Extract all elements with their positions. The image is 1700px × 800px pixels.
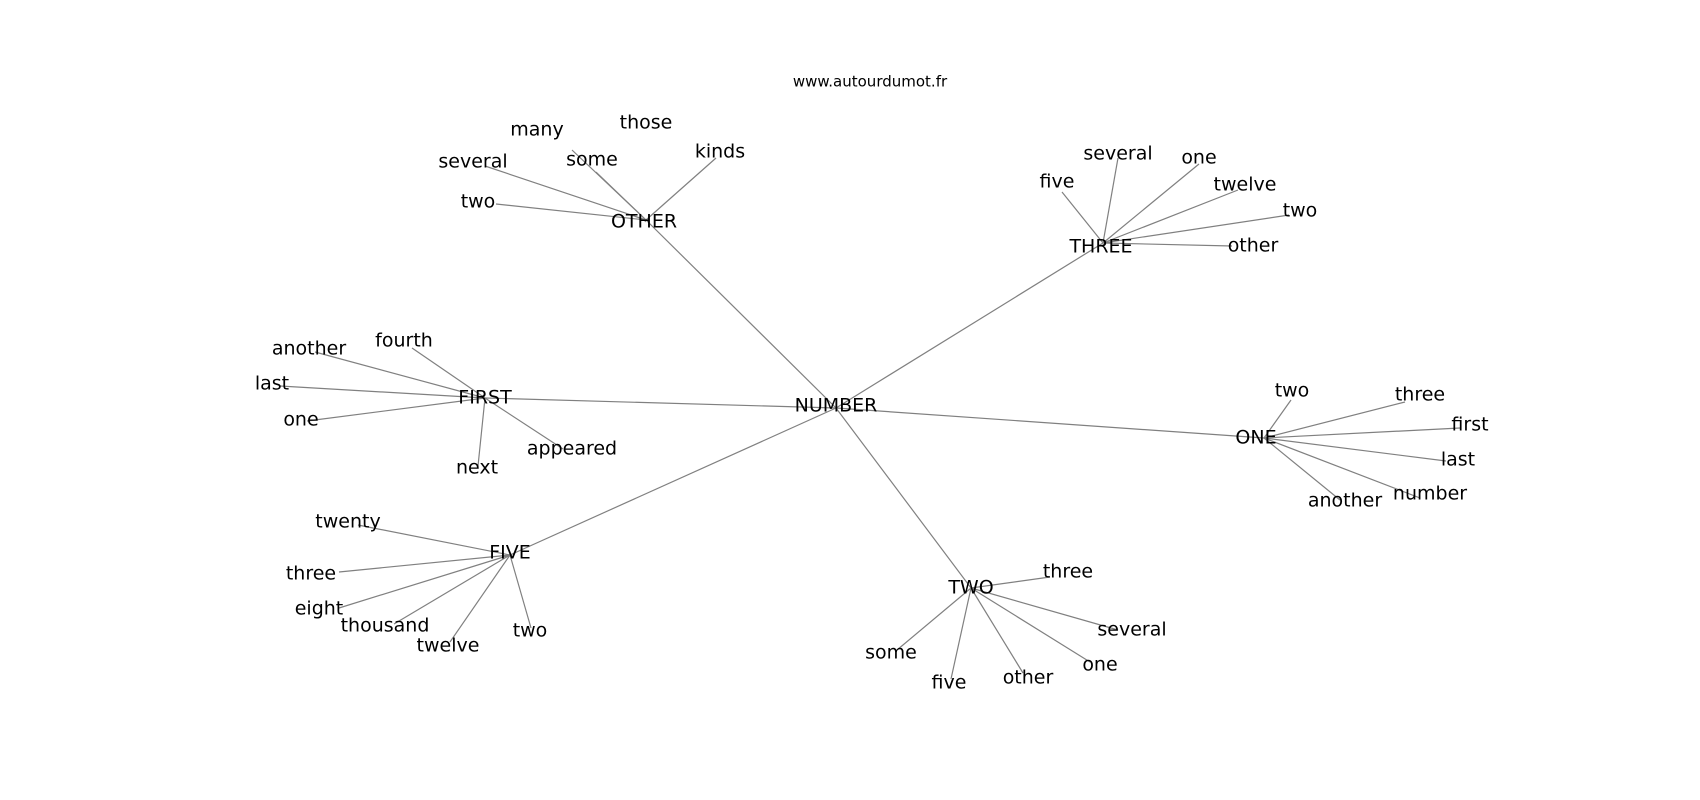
edge-three-several <box>1102 157 1119 244</box>
edge-center-three <box>835 242 1104 409</box>
edges-layer <box>279 149 1461 680</box>
edge-three-five <box>1061 191 1104 244</box>
edge-one-two <box>1263 399 1292 439</box>
edge-three-two <box>1102 214 1290 244</box>
leaf-node-label-other-several: several <box>438 151 507 173</box>
leaf-node-label-one-two: two <box>1275 380 1310 402</box>
edge-five-twelve <box>449 554 511 643</box>
leaf-node-label-five-three: three <box>286 563 336 585</box>
leaf-node-label-three-twelve: twelve <box>1214 174 1277 196</box>
leaf-node-label-first-appeared: appeared <box>527 438 617 460</box>
leaf-node-label-other-some: some <box>566 149 618 171</box>
leaf-node-label-other-those: those <box>620 112 673 134</box>
leaf-node-label-first-another: another <box>272 338 346 360</box>
edge-first-one <box>306 397 486 422</box>
center-node-label: NUMBER <box>795 395 878 417</box>
edge-one-another <box>1263 437 1341 501</box>
edge-center-five <box>509 407 837 556</box>
edge-center-other <box>645 219 837 409</box>
leaf-node-label-first-next: next <box>456 457 498 479</box>
leaf-node-label-one-number: number <box>1393 483 1467 505</box>
leaf-node-label-three-several: several <box>1083 143 1152 165</box>
leaf-node-label-five-two: two <box>513 620 548 642</box>
leaf-node-label-three-one: one <box>1181 147 1216 169</box>
leaf-node-label-five-thousand: thousand <box>341 615 430 637</box>
leaf-node-label-other-many: many <box>510 119 563 141</box>
leaf-node-label-two-other: other <box>1003 667 1054 689</box>
edge-other-some <box>595 171 647 221</box>
edge-five-two <box>509 554 532 629</box>
hub-node-label-other: OTHER <box>611 211 677 233</box>
edge-one-first <box>1263 427 1461 439</box>
edge-two-some <box>896 587 972 651</box>
edge-three-one <box>1102 163 1200 244</box>
leaf-node-label-other-two: two <box>461 191 496 213</box>
edge-two-other <box>970 587 1024 674</box>
source-watermark: www.autourdumot.fr <box>793 73 948 91</box>
hub-node-label-first: FIRST <box>458 387 512 409</box>
edge-other-several <box>484 165 647 221</box>
edge-first-next <box>477 397 486 467</box>
edge-two-one <box>970 587 1091 663</box>
hub-node-label-one: ONE <box>1235 427 1276 449</box>
edge-five-thousand <box>393 554 511 625</box>
hub-node-label-three: THREE <box>1068 236 1132 258</box>
edge-other-kinds <box>645 157 717 221</box>
edge-three-other <box>1102 242 1233 247</box>
leaf-node-label-first-one: one <box>283 409 318 431</box>
edge-five-eight <box>338 554 511 609</box>
hub-node-label-two: TWO <box>947 577 993 599</box>
edge-two-three <box>970 576 1051 589</box>
leaf-node-label-five-twenty: twenty <box>315 511 380 533</box>
leaf-node-label-first-last: last <box>255 373 289 395</box>
edge-five-three <box>338 554 511 573</box>
leaf-node-label-five-twelve: twelve <box>417 635 480 657</box>
leaf-node-label-three-five: five <box>1040 171 1075 193</box>
edge-first-appeared <box>484 397 564 450</box>
leaf-node-label-one-first: first <box>1451 414 1488 436</box>
edge-center-first <box>484 397 837 409</box>
leaf-node-label-three-other: other <box>1228 235 1279 257</box>
edge-two-five <box>950 587 972 680</box>
leaf-node-label-one-three: three <box>1395 384 1445 406</box>
leaf-node-label-first-fourth: fourth <box>375 330 433 352</box>
leaf-node-label-one-last: last <box>1441 449 1475 471</box>
edge-one-number <box>1263 437 1421 499</box>
edge-center-one <box>835 407 1265 439</box>
edge-one-last <box>1263 437 1447 462</box>
edge-other-two <box>495 203 647 221</box>
edge-first-last <box>279 385 486 399</box>
leaf-node-label-three-two: two <box>1283 200 1318 222</box>
hub-node-label-five: FIVE <box>489 542 531 564</box>
leaf-node-label-two-five: five <box>932 672 967 694</box>
edge-three-twelve <box>1102 189 1239 244</box>
leaf-node-label-two-some: some <box>865 642 917 664</box>
edge-one-three <box>1263 401 1406 439</box>
leaf-node-label-two-three: three <box>1043 561 1093 583</box>
edge-first-another <box>314 351 486 399</box>
leaf-node-label-five-eight: eight <box>295 598 344 620</box>
leaf-node-label-two-one: one <box>1082 654 1117 676</box>
leaf-node-label-one-another: another <box>1308 490 1382 512</box>
edge-two-several <box>970 587 1119 631</box>
edge-center-two <box>835 407 972 589</box>
leaf-node-label-other-kinds: kinds <box>695 141 745 163</box>
edge-five-twenty <box>357 524 511 556</box>
edge-first-fourth <box>411 347 486 399</box>
leaf-node-label-two-several: several <box>1097 619 1166 641</box>
